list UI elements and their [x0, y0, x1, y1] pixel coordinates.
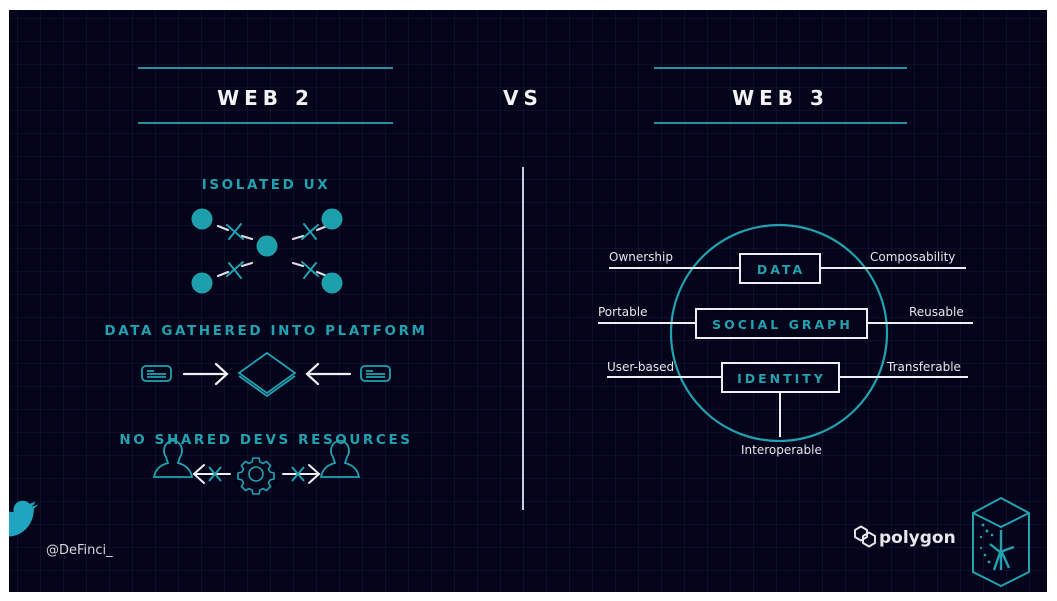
isolated-nodes-icon — [191, 208, 343, 294]
arrow-right-icon — [182, 362, 229, 386]
twitter-handle[interactable]: @DeFinci_ — [46, 543, 113, 558]
blocked-arrow-left-icon — [192, 464, 231, 484]
center-divider — [522, 167, 524, 510]
web2-title-top-rule — [138, 67, 393, 69]
web2-title-bottom-rule — [138, 122, 393, 124]
attribute-composability: Composability — [870, 250, 956, 264]
gear-icon — [237, 457, 275, 495]
layer-label-identity: IDENTITY — [737, 371, 826, 386]
attribute-user-based: User-based — [607, 360, 675, 374]
web2-title: WEB 2 — [217, 86, 314, 110]
attribute-reusable: Reusable — [909, 305, 964, 319]
data-to-platform-icon — [141, 351, 391, 398]
blocked-arrow-right-icon — [282, 464, 321, 484]
attribute-ownership: Ownership — [609, 250, 673, 264]
node — [321, 272, 343, 294]
section-title-data-gathered: DATA GATHERED INTO PLATFORM — [104, 323, 428, 339]
node — [191, 208, 213, 230]
web3-circle — [669, 223, 889, 443]
web3-title-top-rule — [654, 67, 907, 69]
vs-label: VS — [503, 86, 543, 110]
node — [191, 272, 213, 294]
twitter-icon — [9, 500, 39, 537]
web3-title-bottom-rule — [654, 122, 907, 124]
polygon-brand-name: polygon — [879, 528, 956, 548]
polygon-logo-icon — [854, 525, 876, 548]
layer-label-social-graph: SOCIAL GRAPH — [712, 317, 853, 332]
section-title-no-shared-devs: NO SHARED DEVS RESOURCES — [119, 432, 413, 448]
layer-box-data — [739, 253, 821, 284]
user-right-icon — [319, 439, 361, 478]
web2-icons — [9, 208, 1030, 588]
web3-diagram — [598, 223, 973, 443]
attribute-interoperable: Interoperable — [741, 443, 822, 457]
user-left-icon — [152, 439, 194, 478]
section-title-isolated-ux: ISOLATED UX — [201, 177, 331, 193]
layer-label-data: DATA — [756, 262, 806, 277]
attribute-transferable: Transferable — [887, 360, 961, 374]
nft-cube-emblem-icon — [972, 496, 1030, 588]
platform-diamond-icon — [237, 351, 297, 398]
attribute-portable: Portable — [598, 305, 648, 319]
blocked-dev-resources-icon — [152, 439, 361, 495]
document-card-left-icon — [141, 365, 172, 382]
node — [321, 208, 343, 230]
slide: WEB 2 VS WEB 3 ISOLATED UX DATA GATHERED… — [9, 10, 1047, 592]
node — [256, 235, 278, 257]
layer-box-social-graph — [695, 308, 868, 339]
arrow-left-icon — [305, 362, 352, 386]
web3-title: WEB 3 — [732, 86, 829, 110]
document-card-right-icon — [360, 365, 391, 382]
